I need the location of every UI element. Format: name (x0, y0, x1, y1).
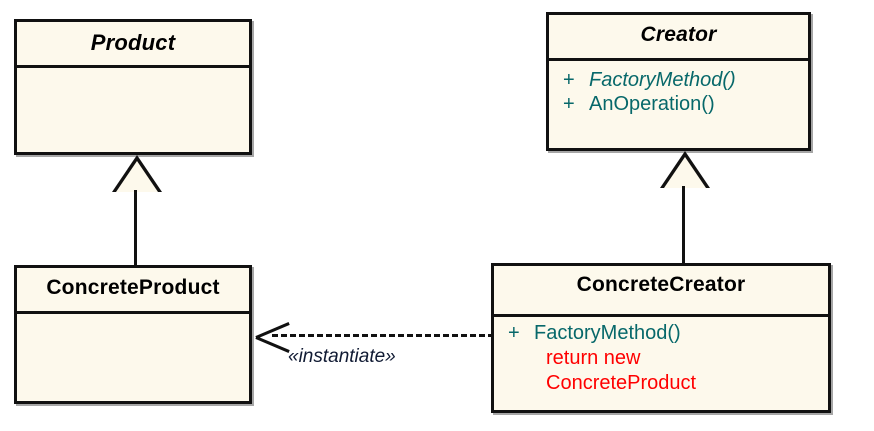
class-box-product[interactable]: Product (14, 19, 252, 155)
member-row: + FactoryMethod() (563, 68, 808, 92)
member-name: FactoryMethod() (589, 69, 736, 91)
class-members-product (17, 68, 249, 152)
class-title-concrete-product: ConcreteProduct (46, 276, 220, 299)
member-row: + FactoryMethod() (508, 321, 828, 346)
class-box-concrete-creator[interactable]: ConcreteCreator + FactoryMethod() return… (491, 263, 831, 413)
code-line: ConcreteProduct (546, 372, 697, 394)
class-title-product: Product (90, 30, 176, 55)
class-divider (549, 58, 808, 61)
class-title-concrete-creator: ConcreteCreator (576, 273, 746, 296)
visibility-marker: + (563, 69, 575, 91)
class-title-creator: Creator (640, 23, 717, 46)
arrow-barb (255, 336, 290, 353)
visibility-marker: + (563, 93, 575, 115)
code-line: return new (546, 347, 641, 369)
class-members-concrete-creator: + FactoryMethod() return new ConcretePro… (494, 317, 828, 396)
class-members-concrete-product (17, 314, 249, 401)
class-box-creator[interactable]: Creator + FactoryMethod() + AnOperation(… (546, 12, 811, 151)
class-members-creator: + FactoryMethod() + AnOperation() (549, 61, 808, 116)
visibility-marker: + (508, 322, 520, 344)
class-divider (494, 314, 828, 317)
generalization-line-product (134, 190, 137, 266)
dependency-dashed-line (272, 334, 494, 337)
member-name: AnOperation() (589, 93, 715, 115)
triangle-fill (664, 157, 706, 188)
class-divider (17, 65, 249, 68)
member-row: + AnOperation() (563, 92, 808, 116)
generalization-line-creator (682, 186, 685, 264)
member-name: FactoryMethod() (534, 322, 681, 344)
triangle-fill (116, 161, 158, 192)
class-divider (17, 311, 249, 314)
class-box-concrete-product[interactable]: ConcreteProduct (14, 265, 252, 404)
dependency-stereotype-label: «instantiate» (288, 346, 396, 367)
